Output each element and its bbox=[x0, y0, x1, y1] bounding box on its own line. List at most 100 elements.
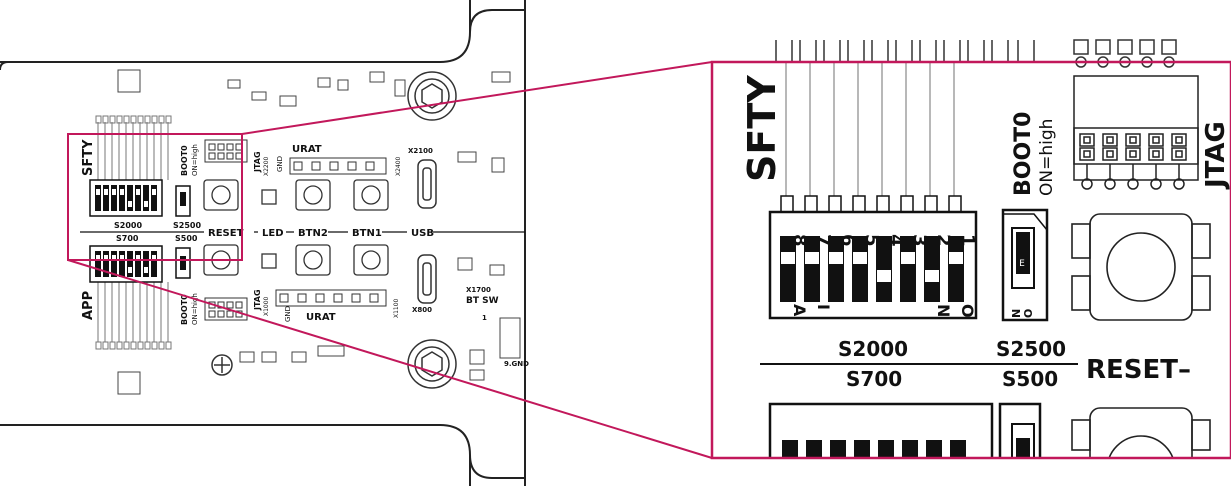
header-pin bbox=[991, 40, 1009, 63]
dip-lever-slot bbox=[927, 458, 941, 468]
dip-lever bbox=[95, 185, 101, 211]
dip-lever-slot bbox=[128, 267, 132, 273]
dip-lever-slot bbox=[144, 201, 148, 207]
dip-lever-slot bbox=[807, 458, 821, 468]
dip-lever-slot bbox=[781, 252, 795, 264]
trace-pad bbox=[95, 115, 102, 124]
highlight-box bbox=[67, 133, 243, 261]
dip-lever bbox=[854, 440, 870, 458]
dip-lever-slot bbox=[96, 255, 100, 261]
jtag-header-top bbox=[204, 139, 248, 163]
jtag-pin-inner bbox=[1083, 136, 1091, 144]
zoom-trace-pad bbox=[780, 195, 794, 213]
jtag-pin bbox=[1079, 147, 1095, 161]
dip-lever bbox=[924, 236, 940, 302]
label-x800: X800 bbox=[412, 306, 432, 314]
dip-lever-slot bbox=[829, 252, 843, 264]
trace-pad bbox=[102, 115, 109, 124]
zoom-trace-pad bbox=[924, 195, 938, 213]
jtag-pin-inner bbox=[1106, 136, 1114, 144]
jtag-pin-inner bbox=[1152, 136, 1160, 144]
dip-lever-slot bbox=[152, 255, 156, 261]
trace-pad bbox=[130, 115, 137, 124]
dip-lever-slot bbox=[136, 255, 140, 261]
dip-s2000-small-levers bbox=[95, 185, 157, 211]
zoom-label-boot0: BOOT0 bbox=[1011, 112, 1036, 197]
dip-s700-small bbox=[89, 245, 163, 283]
dip-lever bbox=[151, 185, 157, 211]
dip-lever-slot bbox=[877, 270, 891, 282]
dip-lever bbox=[127, 185, 133, 211]
dip-lever bbox=[135, 251, 141, 277]
board-outline bbox=[0, 0, 526, 486]
label-s2000: S2000 bbox=[114, 221, 142, 230]
zoom-bottom-button bbox=[1071, 407, 1211, 458]
jtag-pin bbox=[1171, 133, 1187, 147]
trace-pad bbox=[144, 341, 151, 350]
dip-lever bbox=[782, 440, 798, 458]
dip-lever-slot bbox=[104, 189, 108, 195]
label-boot0-top: BOOT0 bbox=[180, 145, 189, 176]
dip-s2000-small bbox=[89, 179, 163, 217]
header-pin bbox=[1161, 39, 1177, 55]
dip-label-a: A bbox=[790, 304, 809, 317]
dip-lever-slot bbox=[112, 255, 116, 261]
zoom-dip-s700-levers bbox=[782, 440, 966, 468]
zoom-jtag-pins bbox=[1079, 133, 1187, 190]
jtag-pin bbox=[1125, 147, 1141, 161]
zoom-s2500-mark: E bbox=[1019, 259, 1025, 269]
trace-pad bbox=[165, 341, 172, 350]
zoom-trace-pad bbox=[828, 195, 842, 213]
label-btn1-text: BTN1 bbox=[352, 228, 382, 239]
trace-pad bbox=[144, 115, 151, 124]
jtag-pin bbox=[1102, 147, 1118, 161]
zoom-label-onhigh: ON=high bbox=[1037, 119, 1057, 196]
dip-label-o: O bbox=[958, 304, 977, 318]
dip-lever bbox=[830, 440, 846, 458]
jtag-pin-inner bbox=[1129, 150, 1137, 158]
header-pin bbox=[919, 40, 937, 63]
dip-lever-slot bbox=[152, 189, 156, 195]
jtag-pin-circle bbox=[1150, 178, 1162, 190]
trace-pad bbox=[158, 115, 165, 124]
label-btn2-text: BTN2 bbox=[298, 228, 328, 239]
push-buttons bbox=[203, 179, 389, 276]
zoom-trace-pad bbox=[948, 195, 962, 213]
dip-lever bbox=[95, 251, 101, 277]
label-boot0-bot: BOOT0 bbox=[180, 294, 189, 325]
dip-s500-small bbox=[175, 247, 191, 279]
urat-header-bottom bbox=[275, 289, 387, 307]
trace-pad bbox=[151, 341, 158, 350]
header-pin bbox=[871, 40, 889, 63]
dip-label-i: I bbox=[814, 304, 833, 310]
dip-lever-slot bbox=[120, 189, 124, 195]
zoom-label-s700: S700 bbox=[846, 367, 902, 391]
dip-lever bbox=[852, 236, 868, 302]
zoom-label-s2000: S2000 bbox=[838, 337, 908, 361]
dip-lever bbox=[902, 440, 918, 458]
jtag-pin-circle bbox=[1104, 178, 1116, 190]
label-onhigh-bot: ON=high bbox=[191, 293, 199, 325]
dip-lever bbox=[119, 185, 125, 211]
label-sfty: SFTY bbox=[81, 139, 96, 176]
label-s500: S500 bbox=[175, 234, 198, 243]
label-bt-sw: BT SW bbox=[466, 296, 499, 306]
label-x2100: X2100 bbox=[408, 147, 433, 155]
callout-line-bottom bbox=[67, 259, 713, 459]
dip-lever bbox=[103, 185, 109, 211]
trace-pad bbox=[130, 341, 137, 350]
label-jtag-bottom: JTAG bbox=[253, 289, 262, 311]
jtag-pin-circle bbox=[1127, 178, 1139, 190]
zoom-trace-pad bbox=[804, 195, 818, 213]
dip-lever-slot bbox=[783, 458, 797, 468]
trace-pad bbox=[116, 115, 123, 124]
zoom-label-reset: RESET– bbox=[1086, 355, 1191, 385]
dip-lever bbox=[119, 251, 125, 277]
header-pin bbox=[1017, 40, 1035, 62]
header-pin bbox=[1073, 39, 1089, 55]
dip-lever-slot bbox=[144, 267, 148, 273]
label-x2200: X2200 bbox=[263, 156, 270, 176]
